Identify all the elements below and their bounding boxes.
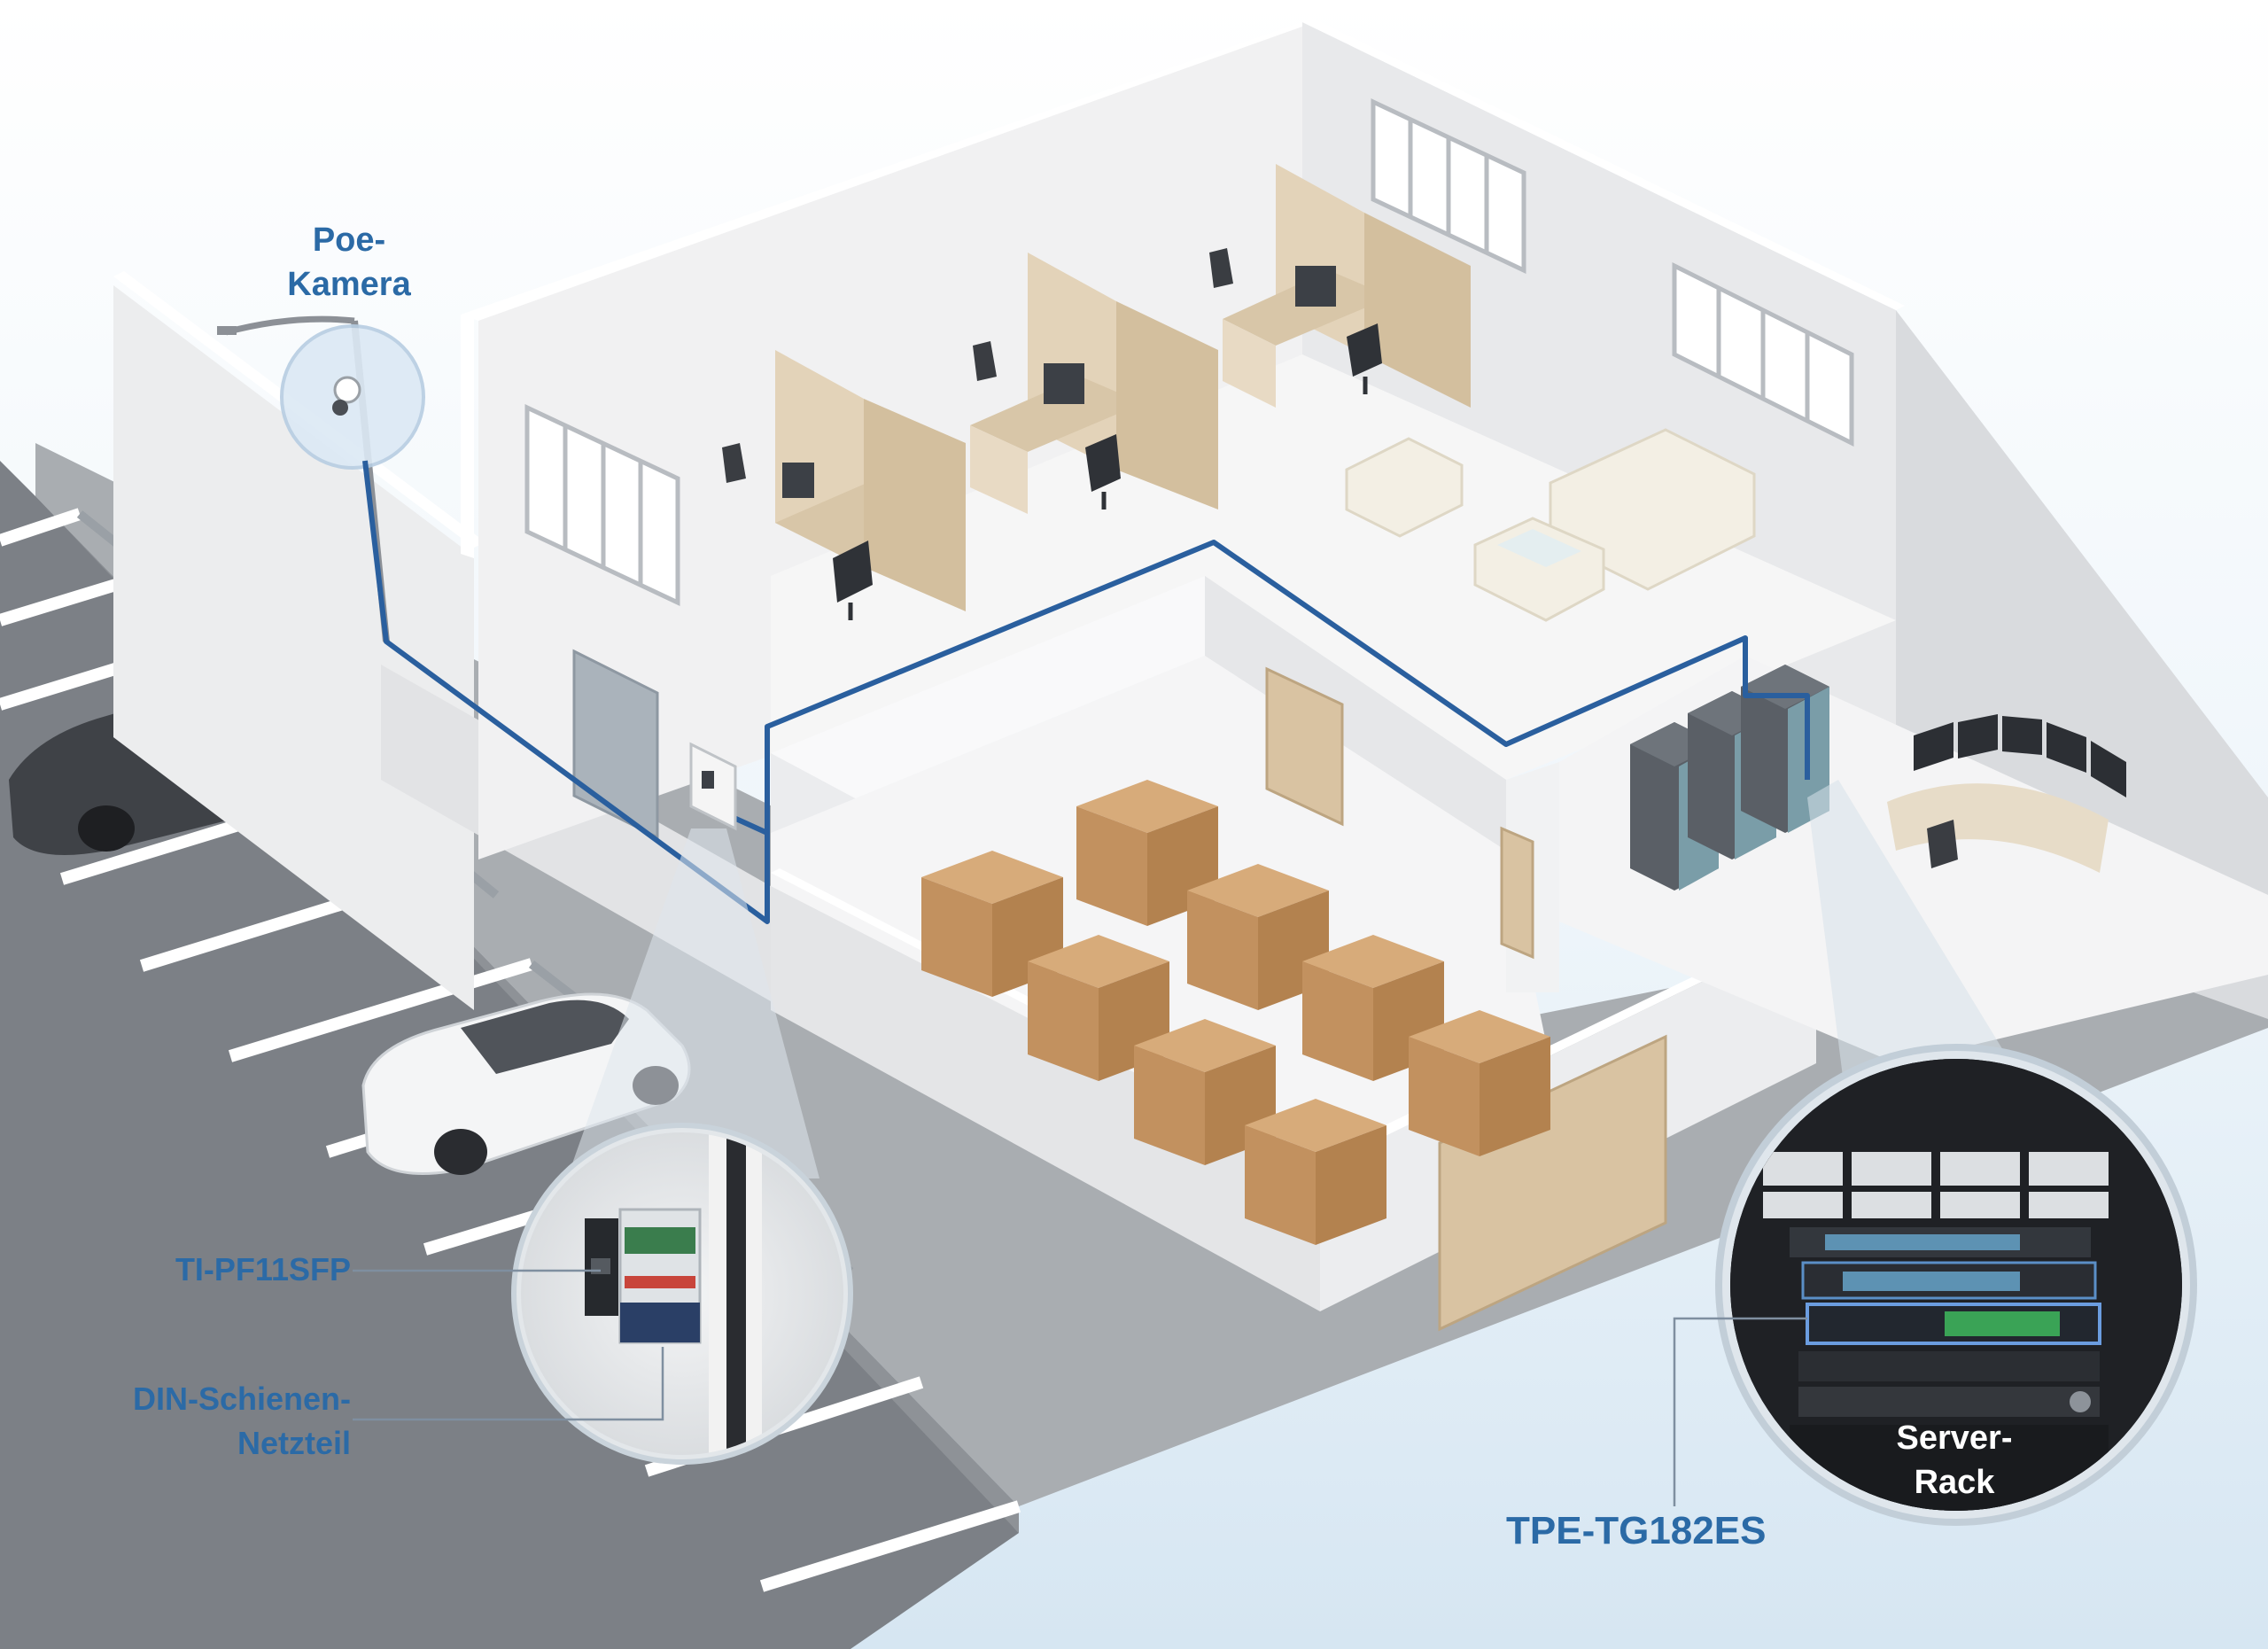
tpe-tg182es-label: TPE-TG182ES <box>1506 1509 1767 1552</box>
warehouse-floor <box>771 656 1550 1241</box>
din-power-supply-label: DIN-Schienen- Netzteil <box>35 1377 351 1466</box>
office-floor <box>771 354 1896 780</box>
perimeter-wall-left <box>113 285 474 1010</box>
windows-left <box>524 404 680 606</box>
poe-camera-label-line1: Poe- <box>312 222 386 259</box>
din-power-supply-label-line2: Netzteil <box>237 1425 351 1461</box>
car-white <box>361 992 691 1175</box>
windows-back-left <box>1371 98 1526 274</box>
pallet-boxes <box>921 780 1550 1245</box>
server-rack-label-line1: Server- <box>1896 1420 2013 1457</box>
building-wall-back-right-top <box>1302 18 1905 310</box>
cubicle-3 <box>1209 164 1471 408</box>
din-power-leader <box>353 1347 664 1421</box>
lounge-furniture <box>1345 428 1756 622</box>
server-rack-zoom-detail <box>1715 1044 2197 1526</box>
din-zoom-detail <box>511 1123 853 1465</box>
windows-back-right <box>1672 261 1854 447</box>
building-wall-left-tall <box>461 315 474 558</box>
poe-camera-label-line2: Kamera <box>287 266 411 303</box>
warehouse-back-wall <box>771 576 1205 833</box>
din-cabinet <box>689 742 737 831</box>
poe-camera-device <box>332 376 361 416</box>
sidewalk <box>35 443 2268 1506</box>
din-power-supply-label-line1: DIN-Schienen- <box>132 1381 351 1417</box>
building-wall-back-left <box>461 22 1320 321</box>
ti-pf11sfp-label: TI-PF11SFP <box>175 1251 351 1287</box>
server-rack-label-line2: Rack <box>1914 1464 1995 1501</box>
warehouse-doors <box>572 649 1667 1332</box>
din-zoom-cone <box>567 828 819 1178</box>
network-cable <box>362 460 1810 924</box>
poe-camera-label: Poe- Kamera <box>232 218 466 307</box>
building-front-left-wall <box>771 886 1320 1311</box>
control-desk <box>1887 714 2126 873</box>
server-rack-label: Server- Rack <box>1830 1416 2078 1505</box>
tpe-tg182es-leader <box>1673 1317 1807 1506</box>
cubicle-1 <box>722 350 966 620</box>
cubicle-2 <box>970 253 1218 514</box>
rack-zoom-cone <box>1807 780 2011 1077</box>
